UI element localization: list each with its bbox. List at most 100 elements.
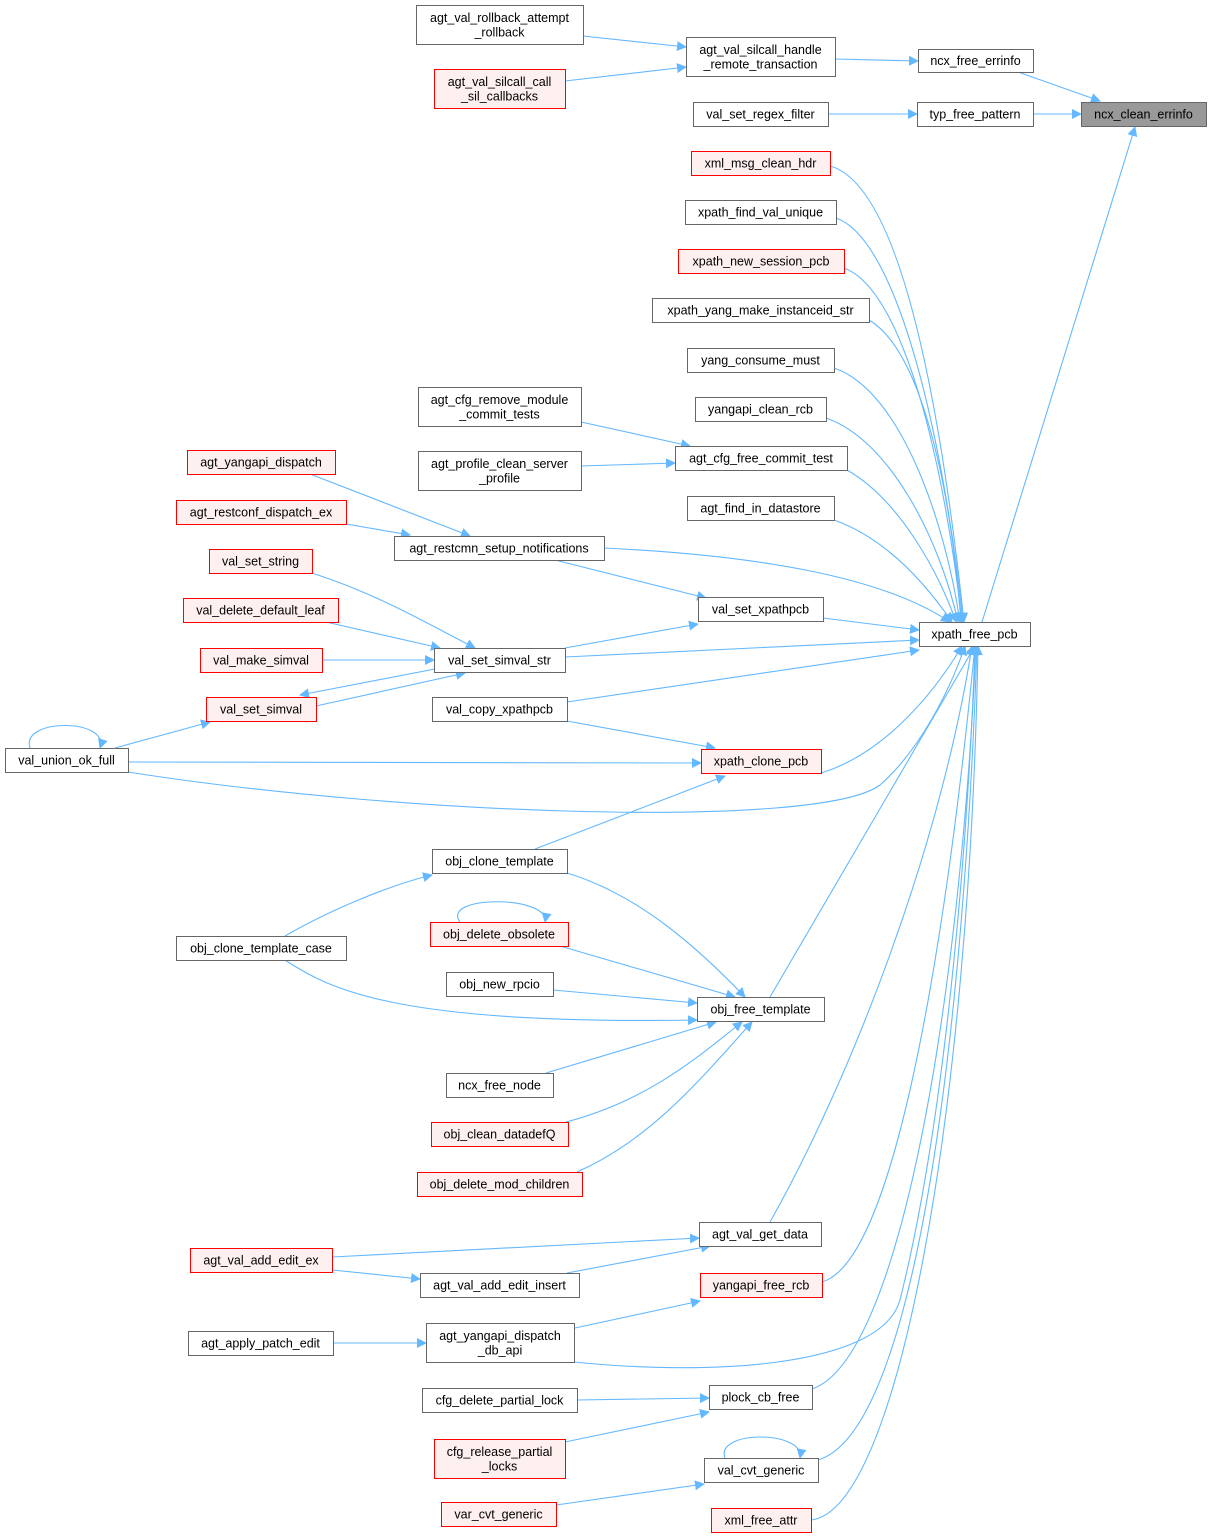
call-edge [565,1021,743,1123]
node-box [687,496,835,521]
node-label: obj_clone_template_case [190,942,332,956]
node-box [711,1508,812,1533]
call-edge [554,559,707,601]
node-label: cfg_release_partial [447,1445,553,1459]
graph-node-val-set-simval-str[interactable]: val_set_simval_str [434,648,566,673]
graph-node-ncx-free-node[interactable]: ncx_free_node [446,1073,554,1098]
graph-node-val-union-ok-full[interactable]: val_union_ok_full [5,748,129,773]
call-edge [28,725,108,749]
graph-node-xpath-find-val-unique[interactable]: xpath_find_val_unique [685,200,837,225]
node-box [434,1439,566,1479]
graph-node-typ-free-pattern[interactable]: typ_free_pattern [917,102,1034,127]
node-box [917,102,1034,127]
node-label: xpath_new_session_pcb [693,255,830,269]
graph-node-var-cvt-generic[interactable]: var_cvt_generic [441,1502,557,1527]
node-box [187,450,336,475]
graph-node-agt-val-rollback-attempt-rollback[interactable]: agt_val_rollback_attempt_rollback [416,5,584,45]
node-label: xml_free_attr [725,1514,798,1528]
graph-node-val-set-string[interactable]: val_set_string [209,549,313,574]
graph-node-xml-free-attr[interactable]: xml_free_attr [711,1508,812,1533]
graph-node-yangapi-clean-rcb[interactable]: yangapi_clean_rcb [695,397,827,422]
graph-node-obj-clean-datadefQ[interactable]: obj_clean_datadefQ [431,1122,569,1147]
node-label: _profile [478,471,520,485]
graph-node-val-copy-xpathpcb[interactable]: val_copy_xpathpcb [432,697,568,722]
call-edge [576,1021,753,1173]
graph-node-xpath-clone-pcb[interactable]: xpath_clone_pcb [701,749,822,774]
call-edge [325,621,441,651]
call-edge [331,1269,421,1284]
call-edge [559,945,736,1000]
node-label: agt_val_silcall_handle [699,43,821,57]
node-box [422,1388,578,1413]
node-box [678,249,845,274]
graph-node-val-set-simval[interactable]: val_set_simval [206,697,317,722]
graph-node-agt-val-silcall-call-sil-callbacks[interactable]: agt_val_silcall_call_sil_callbacks [434,69,566,109]
node-box [919,622,1031,647]
graph-node-xpath-new-session-pcb[interactable]: xpath_new_session_pcb [678,249,845,274]
graph-node-obj-clone-template-case[interactable]: obj_clone_template_case [176,936,347,961]
call-edge [833,519,953,623]
graph-node-agt-yangapi-dispatch-db-api[interactable]: agt_yangapi_dispatch_db_api [426,1323,575,1363]
graph-node-val-set-regex-filter[interactable]: val_set_regex_filter [693,102,829,127]
graph-node-agt-val-silcall-handle-remote-transaction[interactable]: agt_val_silcall_handle_remote_transactio… [686,37,836,77]
graph-node-xpath-yang-make-instanceid-str[interactable]: xpath_yang_make_instanceid_str [652,298,870,323]
graph-node-agt-restconf-dispatch-ex[interactable]: agt_restconf_dispatch_ex [176,500,347,525]
graph-node-agt-cfg-free-commit-test[interactable]: agt_cfg_free_commit_test [675,446,848,471]
graph-node-xpath-free-pcb[interactable]: xpath_free_pcb [919,622,1031,647]
node-label: plock_cb_free [722,1391,800,1405]
call-edge [573,645,980,1369]
graph-node-agt-cfg-remove-module-commit-tests[interactable]: agt_cfg_remove_module_commit_tests [418,387,582,427]
node-label: agt_apply_patch_edit [201,1337,320,1351]
graph-node-obj-free-template[interactable]: obj_free_template [697,997,825,1022]
graph-node-agt-val-add-edit-ex[interactable]: agt_val_add_edit_ex [190,1248,333,1273]
graph-node-val-cvt-generic[interactable]: val_cvt_generic [704,1458,819,1483]
node-label: xpath_find_val_unique [698,206,823,220]
node-label: val_make_simval [213,654,309,668]
graph-node-plock-cb-free[interactable]: plock_cb_free [709,1385,813,1410]
call-edge [566,720,716,752]
nodes: agt_val_rollback_attempt_rollback agt_val… [5,5,1207,1533]
graph-node-ncx-free-errinfo[interactable]: ncx_free_errinfo [918,49,1034,73]
node-label: val_set_string [222,555,299,569]
node-label: obj_clone_template [445,855,553,869]
node-label: val_cvt_generic [718,1464,805,1478]
graph-node-val-set-xpathpcb[interactable]: val_set_xpathpcb [698,597,824,622]
node-label: obj_free_template [710,1003,810,1017]
node-label: agt_yangapi_dispatch [439,1329,561,1343]
graph-node-yangapi-free-rcb[interactable]: yangapi_free_rcb [700,1273,823,1298]
node-box [699,1222,822,1247]
graph-node-obj-delete-obsolete[interactable]: obj_delete_obsolete [430,922,569,947]
graph-node-yang-consume-must[interactable]: yang_consume_must [687,348,835,373]
call-edge [817,645,982,1461]
call-edge [315,670,466,707]
graph-node-val-make-simval[interactable]: val_make_simval [200,648,323,673]
graph-node-ncx-clean-errinfo[interactable]: ncx_clean_errinfo [1081,102,1207,127]
graph-node-xml-msg-clean-hdr[interactable]: xml_msg_clean_hdr [691,151,831,176]
call-edge [309,473,471,538]
graph-node-obj-clone-template[interactable]: obj_clone_template [432,849,568,874]
graph-node-agt-val-get-data[interactable]: agt_val_get_data [699,1222,822,1247]
graph-node-agt-find-in-datastore[interactable]: agt_find_in_datastore [687,496,835,521]
graph-node-obj-new-rpcio[interactable]: obj_new_rpcio [446,972,554,997]
graph-node-obj-delete-mod-children[interactable]: obj_delete_mod_children [417,1172,583,1197]
node-label: _db_api [477,1343,523,1357]
graph-node-val-delete-default-leaf[interactable]: val_delete_default_leaf [183,598,339,623]
call-edge [829,165,969,623]
node-label: agt_val_add_edit_insert [433,1279,566,1293]
call-edge [311,572,476,649]
graph-node-agt-yangapi-dispatch[interactable]: agt_yangapi_dispatch [187,450,336,475]
graph-node-agt-restcmn-setup-notifications[interactable]: agt_restcmn_setup_notifications [394,536,605,561]
graph-node-agt-apply-patch-edit[interactable]: agt_apply_patch_edit [188,1331,334,1356]
graph-node-agt-val-add-edit-insert[interactable]: agt_val_add_edit_insert [420,1273,580,1298]
node-box [394,536,605,561]
node-label: val_union_ok_full [18,754,115,768]
node-label: agt_yangapi_dispatch [200,456,322,470]
node-label: val_copy_xpathpcb [446,703,553,717]
graph-node-agt-profile-clean-server-profile[interactable]: agt_profile_clean_server_profile [418,451,582,491]
node-label: _locks [481,1459,517,1473]
graph-node-cfg-delete-partial-lock[interactable]: cfg_delete_partial_lock [422,1388,578,1413]
node-box [446,972,554,997]
node-label: obj_delete_obsolete [443,928,555,942]
graph-node-cfg-release-partial-locks[interactable]: cfg_release_partial_locks [434,1439,566,1479]
